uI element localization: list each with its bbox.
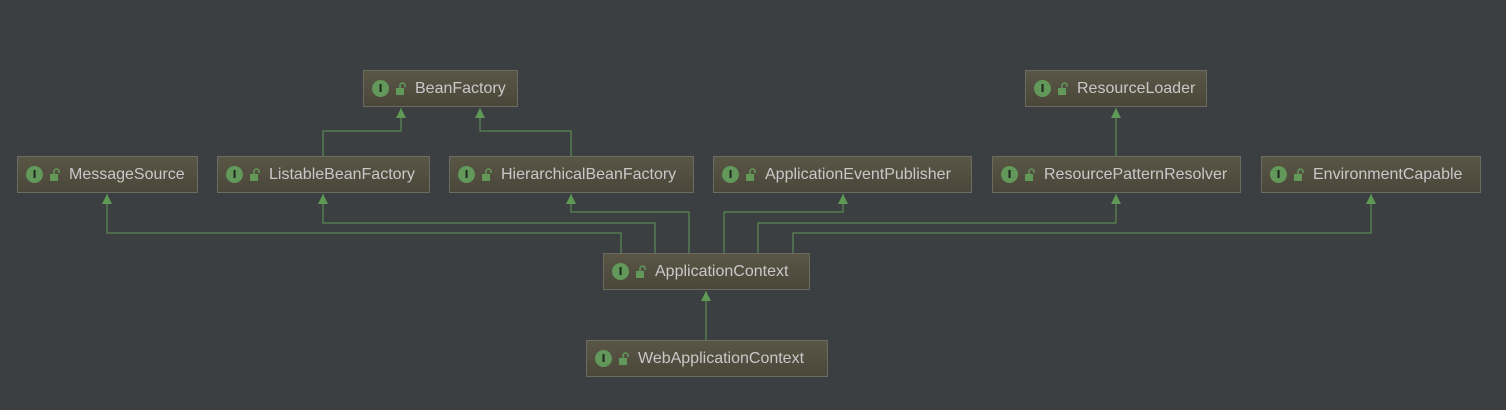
interface-icon: I [1270,166,1287,183]
node-label: ListableBeanFactory [269,165,415,183]
node-label: HierarchicalBeanFactory [501,165,677,183]
node-label: EnvironmentCapable [1313,165,1463,183]
edge-appcontext-to-eventpublisher [723,194,848,253]
inheritance-arrowhead [318,194,328,204]
edge-appcontext-to-messagesource [102,194,622,253]
node-label: MessageSource [69,165,185,183]
interface-icon: I [226,166,243,183]
edge-patternresolver-to-resourceloader [1111,108,1121,156]
interface-icon: I [458,166,475,183]
node-application-context[interactable]: I ApplicationContext [603,253,810,290]
interface-icon: I [612,263,629,280]
node-application-event-publisher[interactable]: I ApplicationEventPublisher [713,156,972,193]
inheritance-arrowhead [475,108,485,118]
lock-open-icon [396,81,406,95]
lock-open-icon [50,167,60,181]
lock-open-icon [1025,167,1035,181]
lock-open-icon [482,167,492,181]
edge-appcontext-to-hierarchical [566,194,690,253]
interface-icon: I [722,166,739,183]
inheritance-arrowhead [1366,194,1376,204]
node-bean-factory[interactable]: I BeanFactory [363,70,518,107]
node-label: ApplicationEventPublisher [765,165,951,183]
edge-webcontext-to-appcontext [701,291,711,340]
lock-open-icon [1058,81,1068,95]
node-resource-loader[interactable]: I ResourceLoader [1025,70,1207,107]
node-label: ResourceLoader [1077,79,1196,97]
node-listable-bean-factory[interactable]: I ListableBeanFactory [217,156,430,193]
node-message-source[interactable]: I MessageSource [17,156,198,193]
inheritance-arrowhead [1111,194,1121,204]
edge-hierarchical-to-beanfactory [475,108,572,156]
edge-appcontext-to-patternresolver [757,194,1121,253]
node-web-application-context[interactable]: I WebApplicationContext [586,340,828,377]
node-label: BeanFactory [415,79,506,97]
edge-appcontext-to-listable [318,194,656,253]
interface-icon: I [595,350,612,367]
node-label: WebApplicationContext [638,349,805,367]
lock-open-icon [746,167,756,181]
node-hierarchical-bean-factory[interactable]: I HierarchicalBeanFactory [449,156,694,193]
inheritance-arrowhead [1111,108,1121,118]
node-label: ResourcePatternResolver [1044,165,1228,183]
inheritance-arrowhead [102,194,112,204]
inheritance-arrowhead [566,194,576,204]
lock-open-icon [1294,167,1304,181]
node-label: ApplicationContext [655,262,789,280]
interface-icon: I [1001,166,1018,183]
interface-icon: I [1034,80,1051,97]
edge-listable-to-beanfactory [322,108,406,156]
node-resource-pattern-resolver[interactable]: I ResourcePatternResolver [992,156,1241,193]
interface-icon: I [372,80,389,97]
node-environment-capable[interactable]: I EnvironmentCapable [1261,156,1481,193]
edge-appcontext-to-environment [792,194,1376,253]
inheritance-arrowhead [838,194,848,204]
inheritance-arrowhead [701,291,711,301]
lock-open-icon [619,351,629,365]
lock-open-icon [636,264,646,278]
inheritance-arrowhead [396,108,406,118]
interface-icon: I [26,166,43,183]
lock-open-icon [250,167,260,181]
